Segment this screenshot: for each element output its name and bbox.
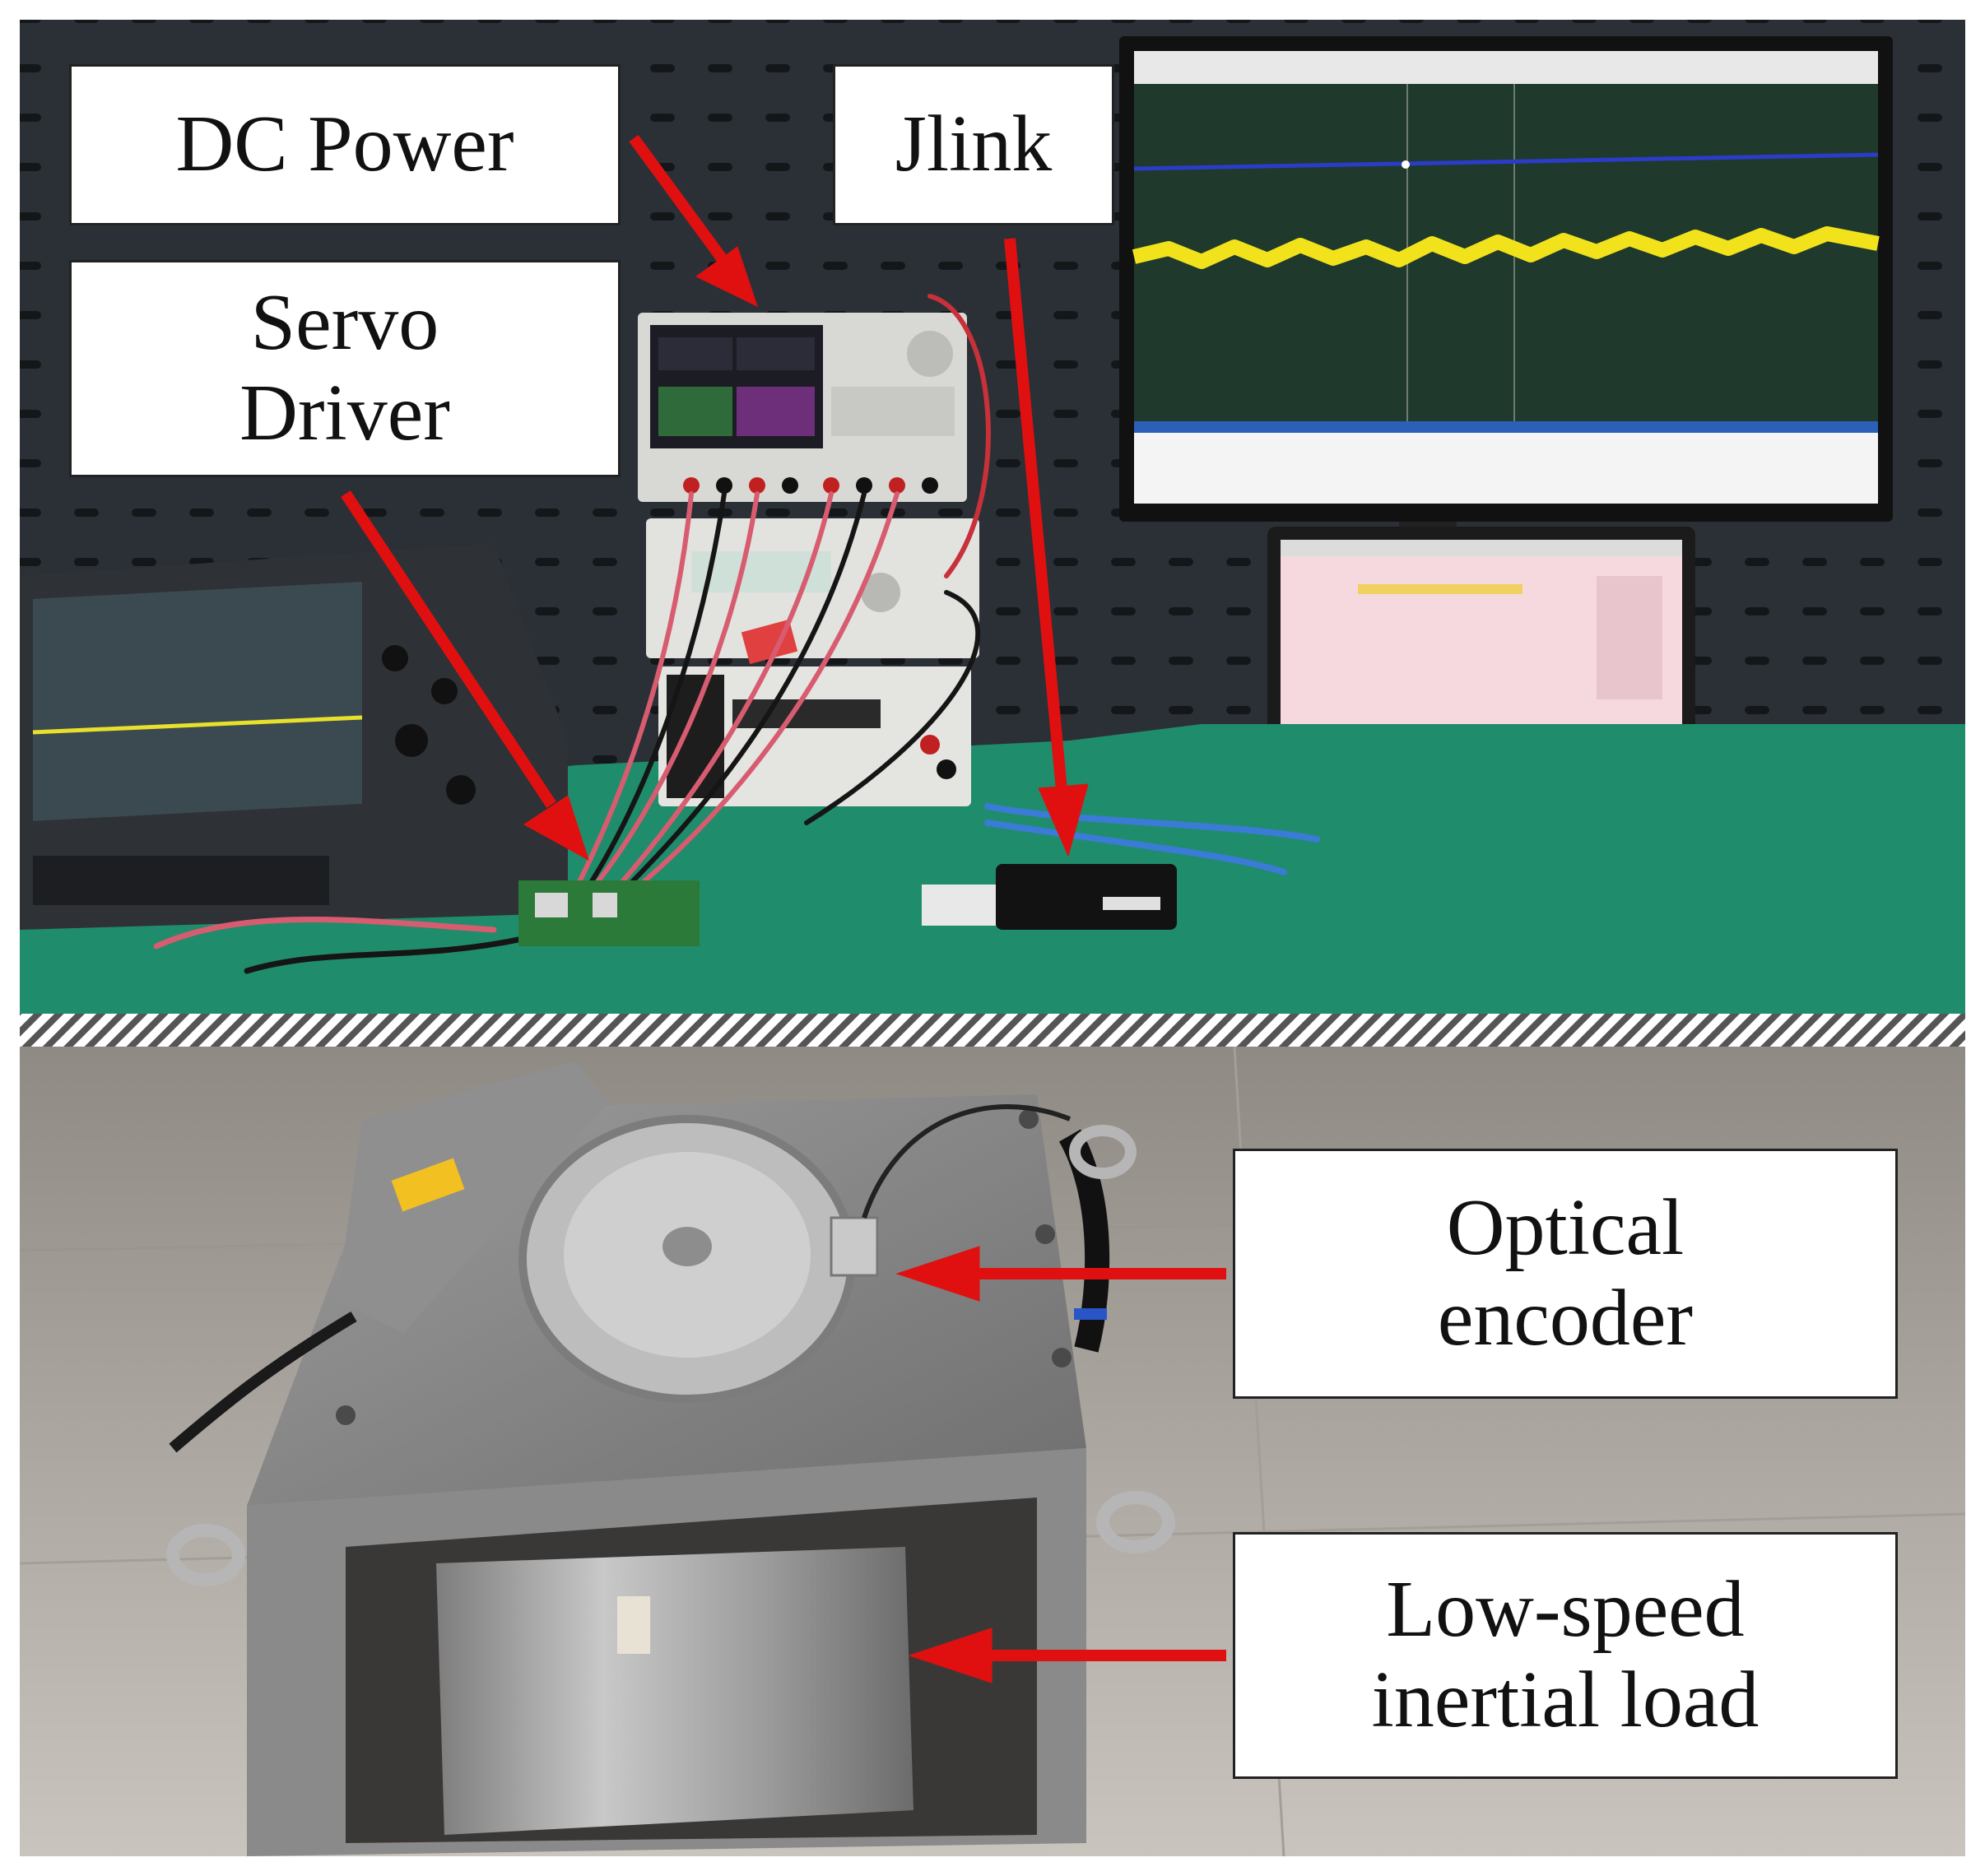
label-dc-power: DC Power bbox=[69, 64, 621, 225]
photo-separator bbox=[20, 1014, 1965, 1047]
optical-encoder-head bbox=[830, 1216, 879, 1277]
label-low-speed-inertial-load: Low-speed inertial load bbox=[1233, 1532, 1898, 1779]
current-probe bbox=[169, 1061, 609, 1453]
label-jlink: Jlink bbox=[833, 64, 1114, 225]
label-optical-encoder: Optical encoder bbox=[1233, 1149, 1898, 1399]
oscilloscope bbox=[20, 543, 568, 930]
monitor bbox=[1119, 36, 1893, 541]
jlink-device bbox=[996, 864, 1177, 930]
annotation-arrows bbox=[341, 134, 1226, 1683]
cables bbox=[153, 294, 1320, 974]
instrument-stack bbox=[638, 313, 979, 806]
label-servo-driver: Servo Driver bbox=[69, 260, 621, 477]
